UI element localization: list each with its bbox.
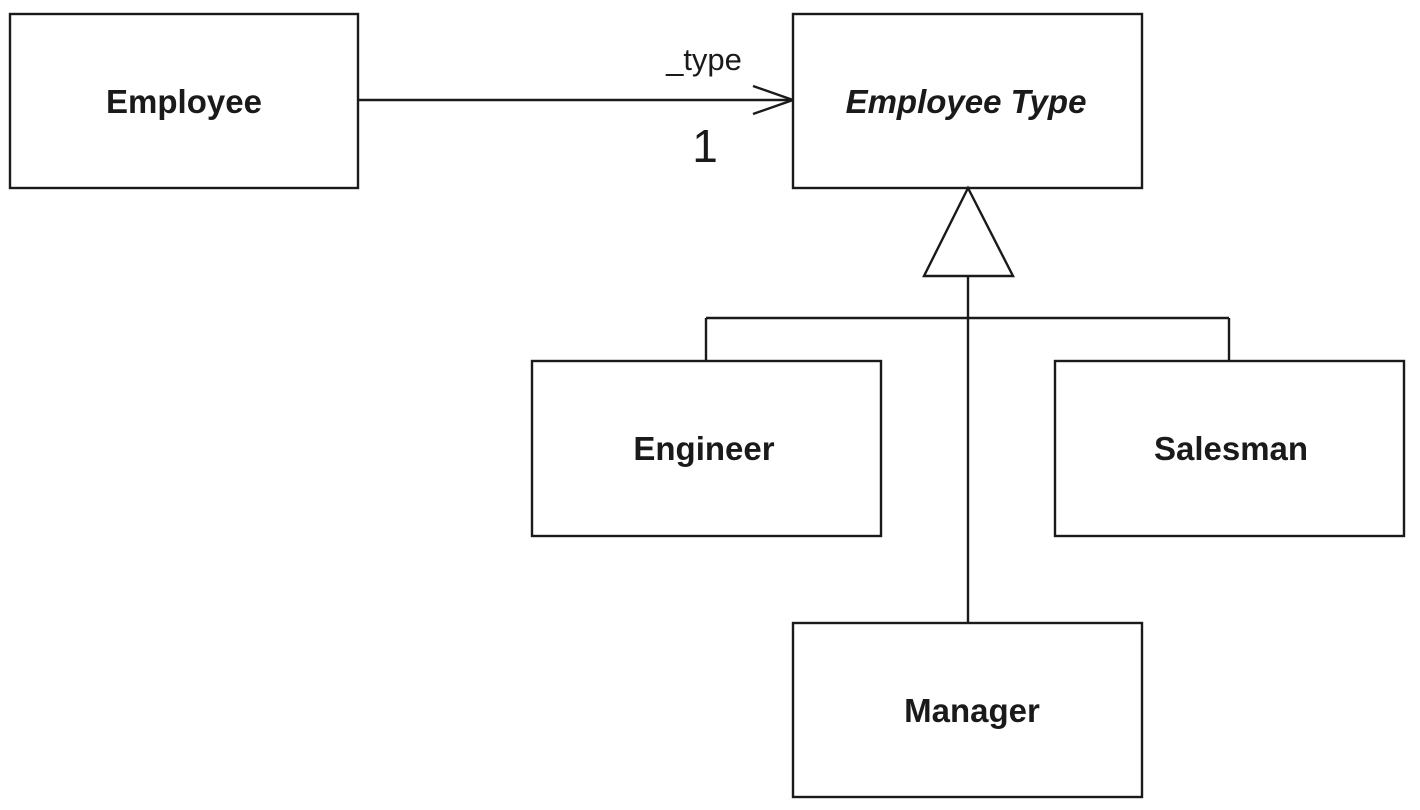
class-salesman: Salesman: [1053, 359, 1406, 538]
association-multiplicity: 1: [692, 120, 718, 172]
class-employee-label: Employee: [106, 83, 262, 120]
class-salesman-label: Salesman: [1154, 430, 1308, 467]
class-manager: Manager: [791, 621, 1144, 799]
class-employee: Employee: [8, 12, 360, 190]
association-role-label: _type: [665, 42, 742, 77]
class-employee-type-box: [791, 12, 1144, 190]
association-type: _type 1: [358, 42, 797, 172]
class-manager-label: Manager: [904, 692, 1040, 729]
class-salesman-box: [1053, 359, 1406, 538]
class-engineer-label: Engineer: [633, 430, 774, 467]
class-employee-box: [8, 12, 360, 190]
class-engineer-box: [530, 359, 883, 538]
class-manager-box: [791, 621, 1144, 799]
class-engineer: Engineer: [530, 359, 883, 538]
class-employee-type: Employee Type: [791, 12, 1144, 190]
class-employee-type-label: Employee Type: [846, 83, 1087, 120]
generalization-triangle: [922, 185, 1015, 278]
generalization: [704, 185, 1231, 623]
